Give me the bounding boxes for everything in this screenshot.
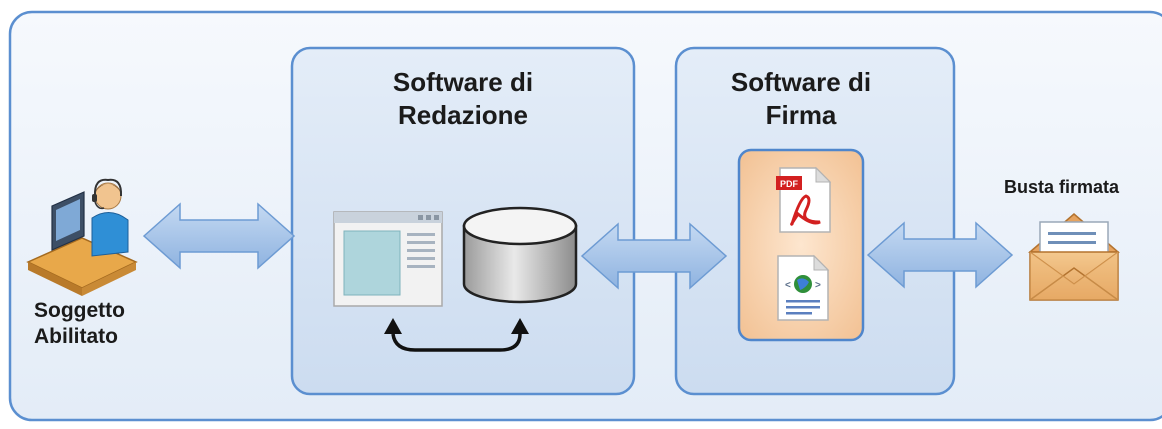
svg-text:>: > — [815, 280, 821, 291]
bidirectional-loop-arrow-icon — [384, 318, 529, 352]
actor-label: Soggetto Abilitato — [34, 298, 125, 351]
xml-document-icon: < > — [777, 254, 830, 321]
application-window-icon — [333, 211, 443, 307]
redazione-panel — [290, 46, 636, 396]
redazione-title-line1: Software di — [392, 67, 534, 97]
firma-title-line1: Software di — [730, 67, 872, 97]
actor-label-line1: Soggetto — [34, 299, 125, 322]
database-icon — [462, 206, 578, 304]
envelope-label: Busta firmata — [1004, 177, 1120, 197]
double-arrow-redazione-firma — [580, 222, 728, 290]
svg-text:PDF: PDF — [780, 179, 799, 189]
user-at-computer-icon — [26, 178, 138, 296]
document-panel — [737, 148, 865, 342]
open-envelope-icon — [1027, 213, 1121, 301]
double-arrow-actor-redazione — [142, 202, 296, 270]
redazione-title-line2: Redazione — [397, 99, 529, 130]
firma-title: Software di Firma — [676, 66, 926, 131]
actor-label-line2: Abilitato — [34, 325, 118, 349]
redazione-title: Software di Redazione — [292, 66, 634, 131]
firma-title-line2: Firma — [765, 99, 837, 130]
svg-text:<: < — [785, 280, 791, 291]
pdf-document-icon: PDF — [776, 166, 832, 233]
double-arrow-firma-envelope — [866, 221, 1014, 289]
